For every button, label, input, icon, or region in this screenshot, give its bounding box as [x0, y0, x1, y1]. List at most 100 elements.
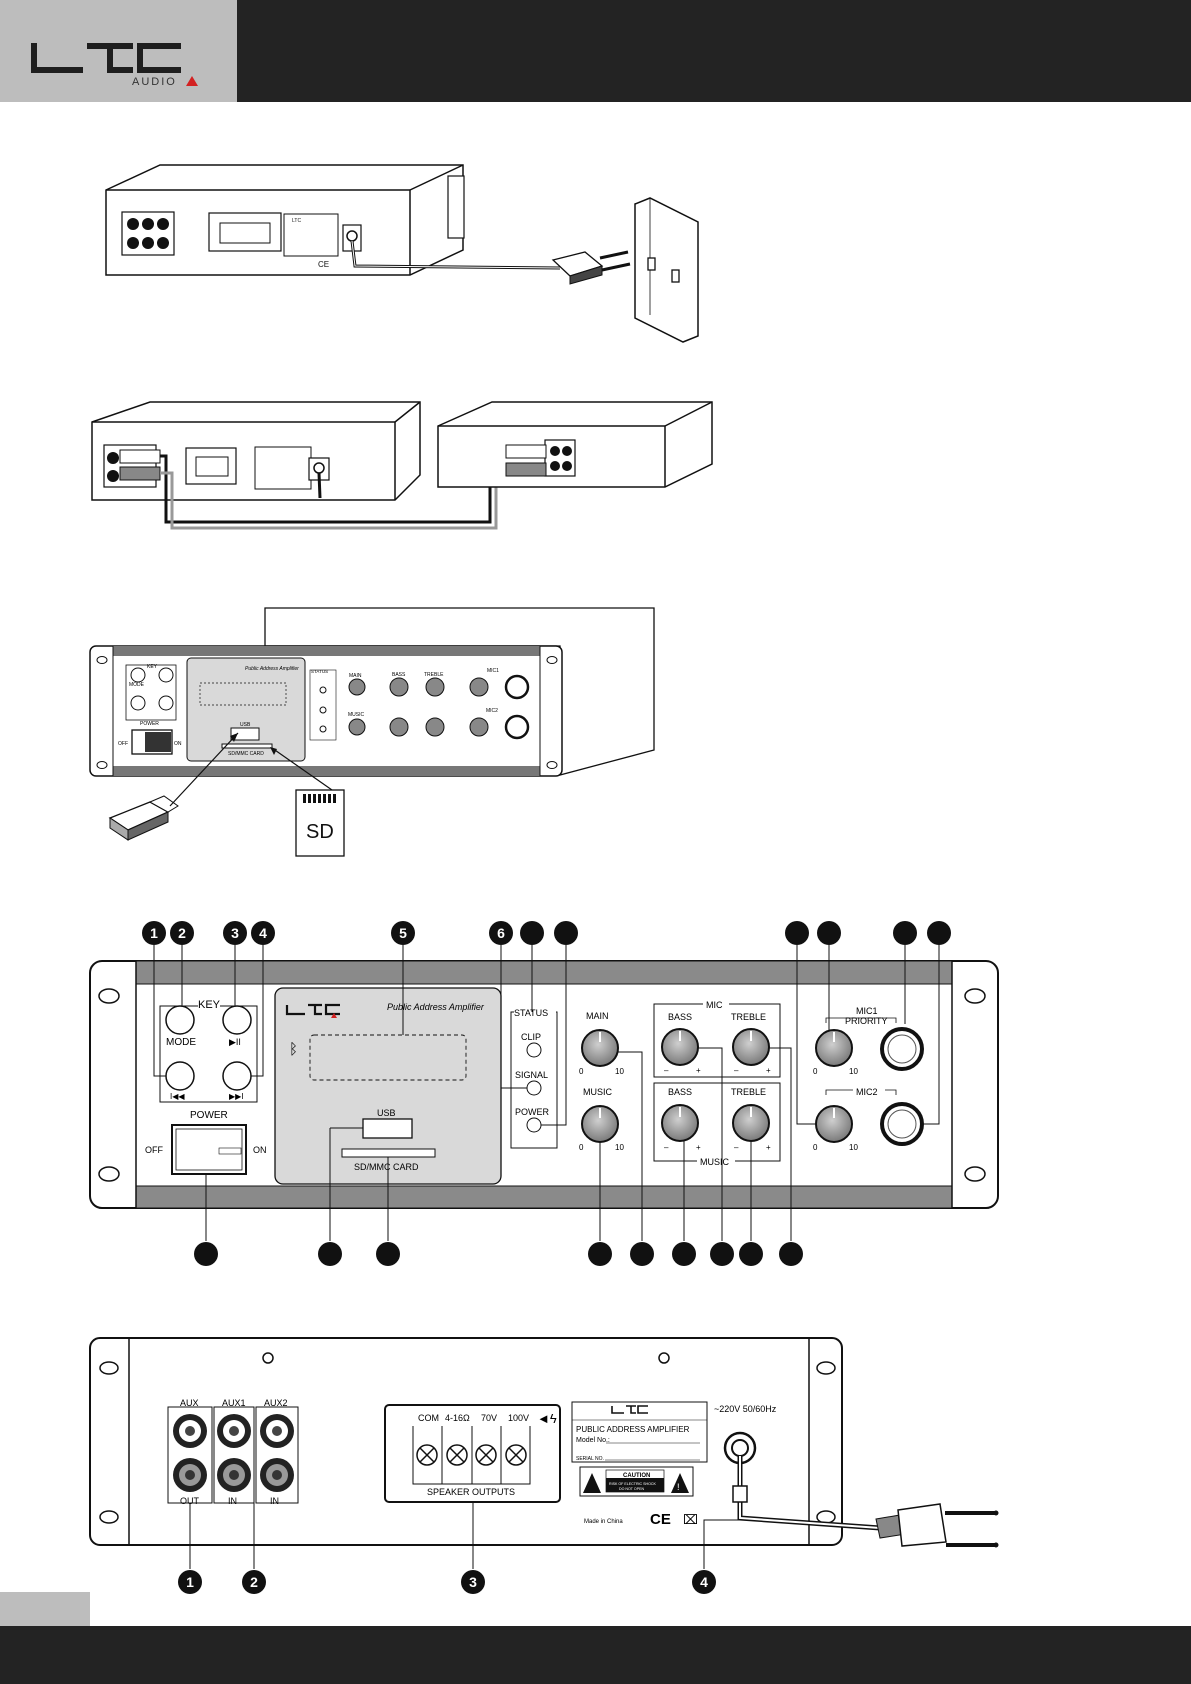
terminal-4-16-label: 4-16Ω: [445, 1413, 470, 1423]
callouts-top: 1 2 3 4 5 6: [142, 921, 951, 945]
terminal-com-label: COM: [418, 1413, 439, 1423]
mic-bass-knob[interactable]: [661, 1028, 699, 1066]
mic-treble-plus: +: [766, 1066, 771, 1075]
clip-led: [526, 1042, 542, 1058]
logo-block: AUDIO: [0, 0, 237, 102]
mic-group-label: MIC: [706, 1000, 723, 1010]
usb-port[interactable]: [362, 1118, 413, 1139]
fig3-on-label: ON: [174, 741, 182, 747]
display-window: [309, 1034, 467, 1081]
prev-track-button[interactable]: [165, 1061, 195, 1091]
callout-blank: [927, 921, 951, 945]
fig3-power-label: POWER: [140, 721, 159, 727]
speaker-terminals[interactable]: [416, 1444, 527, 1466]
sd-slot[interactable]: [341, 1148, 436, 1158]
callout-1: 1: [150, 925, 158, 941]
ce-mark: CE: [318, 260, 329, 269]
next-track-button[interactable]: [222, 1061, 252, 1091]
callout-3: 3: [231, 925, 239, 941]
figure-usb-sd: KEY MODE POWER OFF ON Public Address Amp…: [89, 607, 655, 857]
rear-callouts: 1 2 3 4: [178, 1570, 716, 1594]
rear-callout-4: 4: [700, 1574, 708, 1590]
priority-label: PRIORITY: [845, 1016, 888, 1026]
callout-2: 2: [178, 925, 186, 941]
aux1-label: AUX1: [222, 1398, 246, 1408]
music-bass-knob[interactable]: [661, 1104, 699, 1142]
in2-label: IN: [270, 1496, 279, 1506]
plate-title: PUBLIC ADDRESS AMPLIFIER: [576, 1425, 690, 1434]
music-label: MUSIC: [583, 1087, 613, 1097]
mode-label: MODE: [166, 1037, 196, 1048]
mic1-volume-knob[interactable]: [815, 1029, 853, 1067]
mic2-scale-max: 10: [849, 1143, 858, 1152]
callout-blank: [817, 921, 841, 945]
rear-callout-1: 1: [186, 1574, 194, 1590]
terminal-70v-label: 70V: [481, 1413, 497, 1423]
mic-bass-label: BASS: [668, 1012, 692, 1022]
rca-jacks[interactable]: [173, 1414, 294, 1492]
rear-callout-2: 2: [250, 1574, 258, 1590]
figure-aux-connection: [91, 401, 713, 530]
main-volume-knob[interactable]: [581, 1029, 619, 1067]
callout-4: 4: [259, 925, 267, 941]
music-bass-label: BASS: [668, 1087, 692, 1097]
mic1-scale-max: 10: [849, 1067, 858, 1076]
caution-sub2: DO NOT OPEN: [619, 1487, 644, 1491]
mic-treble-knob[interactable]: [732, 1028, 770, 1066]
caution-sub1: RISK OF ELECTRIC SHOCK: [609, 1482, 657, 1486]
ce-mark-rear: CE: [650, 1511, 671, 1528]
usb-label: USB: [377, 1108, 396, 1118]
fig3-treble-label: TREBLE: [424, 672, 444, 678]
prev-label: I◀◀: [170, 1092, 185, 1101]
made-in-label: Made in China: [584, 1519, 623, 1525]
in1-label: IN: [228, 1496, 237, 1506]
fig3-mic1-label: MIC1: [487, 668, 499, 674]
aux2-label: AUX2: [264, 1398, 288, 1408]
power-voltage-label: ~220V 50/60Hz: [714, 1404, 777, 1414]
panel-title: Public Address Amplifier: [387, 1002, 485, 1012]
next-label: ▶▶I: [229, 1092, 244, 1101]
music-bass-minus: –: [664, 1143, 669, 1152]
music-scale-min: 0: [579, 1143, 584, 1152]
callout-blank: [554, 921, 578, 945]
footer-bar: [0, 1626, 1191, 1684]
fig3-usb-label: USB: [240, 722, 251, 728]
logo-subtext: AUDIO: [132, 76, 177, 88]
clip-label: CLIP: [521, 1032, 541, 1042]
fig3-mic2-label: MIC2: [486, 708, 498, 714]
music-group-label: MUSIC: [700, 1157, 730, 1167]
serial-no-label: SERIAL NO.: [576, 1456, 604, 1462]
speaker-outputs-label: SPEAKER OUTPUTS: [427, 1487, 515, 1497]
mic-treble-label: TREBLE: [731, 1012, 766, 1022]
mic1-label: MIC1: [856, 1006, 878, 1016]
mic-bass-plus: +: [696, 1066, 701, 1075]
aux-label: AUX: [180, 1398, 199, 1408]
music-bass-plus: +: [696, 1143, 701, 1152]
ltc-logo: AUDIO: [31, 43, 198, 88]
plate-logo: LTC: [292, 218, 301, 224]
mic-bass-minus: –: [664, 1066, 669, 1075]
fig3-status-label: STATUS: [311, 669, 328, 674]
fig3-mode-label: MODE: [129, 682, 145, 688]
main-scale-min: 0: [579, 1067, 584, 1076]
speaker-warning-icon: ◄ϟ: [537, 1411, 557, 1426]
callouts-bottom: [194, 1242, 803, 1266]
mic2-label: MIC2: [856, 1087, 878, 1097]
play-pause-button[interactable]: [222, 1005, 252, 1035]
out-label: OUT: [180, 1496, 200, 1506]
sd-card-label-front: SD/MMC CARD: [354, 1162, 419, 1172]
mic2-scale-min: 0: [813, 1143, 818, 1152]
callout-blank: [893, 921, 917, 945]
fig3-music-label: MUSIC: [348, 712, 365, 718]
caution-icon: !: [677, 1482, 680, 1492]
music-treble-label: TREBLE: [731, 1087, 766, 1097]
caution-label: CAUTION: [623, 1473, 650, 1479]
signal-label: SIGNAL: [515, 1070, 548, 1080]
mode-button[interactable]: [165, 1005, 195, 1035]
main-scale-max: 10: [615, 1067, 624, 1076]
callout-5: 5: [399, 925, 407, 941]
bluetooth-icon: ᛒ: [289, 1041, 298, 1058]
fig3-panel-title: Public Address Amplifier: [245, 666, 299, 672]
rear-callout-3: 3: [469, 1574, 477, 1590]
